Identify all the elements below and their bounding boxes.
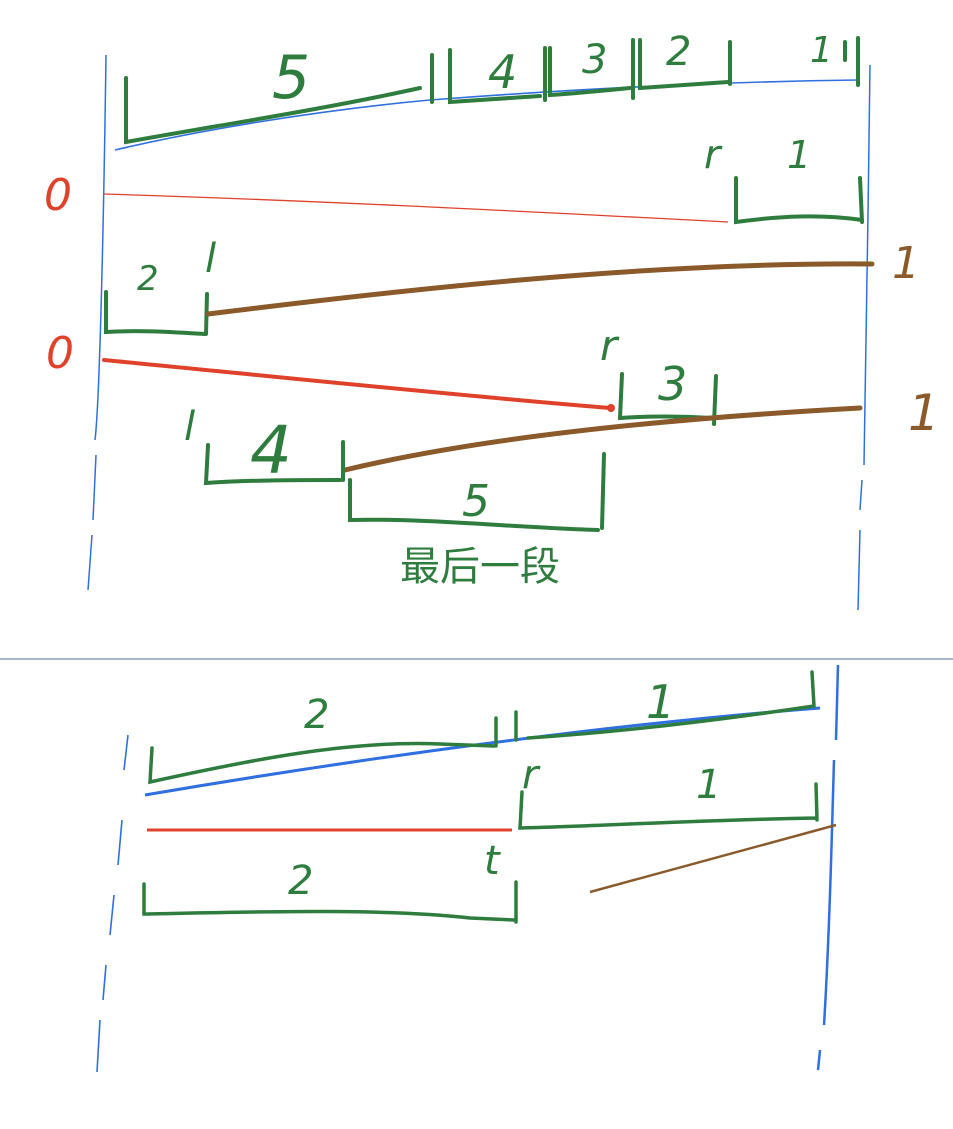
r-segment-1-label: 1 <box>787 133 811 177</box>
red-line-2 <box>102 358 612 410</box>
bottom-r-segment-label: 1 <box>696 762 721 808</box>
r-label-2: r <box>600 321 620 370</box>
red-line-1 <box>103 193 729 223</box>
right-boundary-line <box>857 64 871 611</box>
segment-4b-label: 4 <box>250 412 292 489</box>
segment-3b-label: 3 <box>658 357 687 411</box>
zero-label-1: 0 <box>44 170 72 221</box>
bottom-segment-2-label: 2 <box>304 692 329 738</box>
segment-4-label: 4 <box>488 45 517 99</box>
segment-1-label: 1 <box>810 30 833 71</box>
segment-4-bracket <box>448 46 547 105</box>
section-divider <box>0 658 953 660</box>
bottom-segment-1-label: 1 <box>646 675 675 729</box>
l-label-1: l <box>205 236 216 282</box>
bottom-segment-2b-bracket <box>142 880 518 924</box>
bottom-left-boundary-line <box>96 734 129 1073</box>
segment-2-label: 2 <box>666 29 691 75</box>
left-boundary-line <box>87 54 107 591</box>
red-line-2-endpoint <box>607 404 615 412</box>
one-label-brown-1: 1 <box>892 238 920 289</box>
segment-3-label: 3 <box>582 37 607 83</box>
segment-2-bracket <box>638 38 732 91</box>
segment-5b-label: 5 <box>462 476 490 527</box>
one-label-brown-2: 1 <box>908 384 940 442</box>
bottom-segment-1-bracket <box>514 670 816 742</box>
l-label-2: l <box>184 404 195 450</box>
segment-3-bracket <box>548 38 635 100</box>
segment-1-marks <box>843 36 860 87</box>
brown-line-1 <box>205 261 875 317</box>
brown-line-2 <box>342 405 863 473</box>
caption-last-segment: 最后一段 <box>400 544 560 590</box>
segment-5b-bracket <box>348 452 606 532</box>
bottom-r-segment-bracket <box>518 782 819 830</box>
segment-2b-label: 2 <box>137 259 159 299</box>
segment-4b-bracket <box>203 440 345 486</box>
bottom-r-label: r <box>522 752 541 798</box>
segment-5-bracket <box>124 53 434 145</box>
bottom-t-label: t <box>484 838 501 884</box>
r-segment-1-bracket <box>734 176 864 225</box>
bottom-segment-2-bracket <box>148 716 498 785</box>
bottom-segment-2b-label: 2 <box>288 858 313 904</box>
bottom-right-boundary-line <box>816 664 840 1071</box>
blue-curve-top <box>114 79 859 151</box>
zero-label-2: 0 <box>46 328 74 379</box>
segment-5-label: 5 <box>272 43 310 113</box>
bottom-brown-line <box>589 823 837 894</box>
r-label-1: r <box>704 132 723 178</box>
